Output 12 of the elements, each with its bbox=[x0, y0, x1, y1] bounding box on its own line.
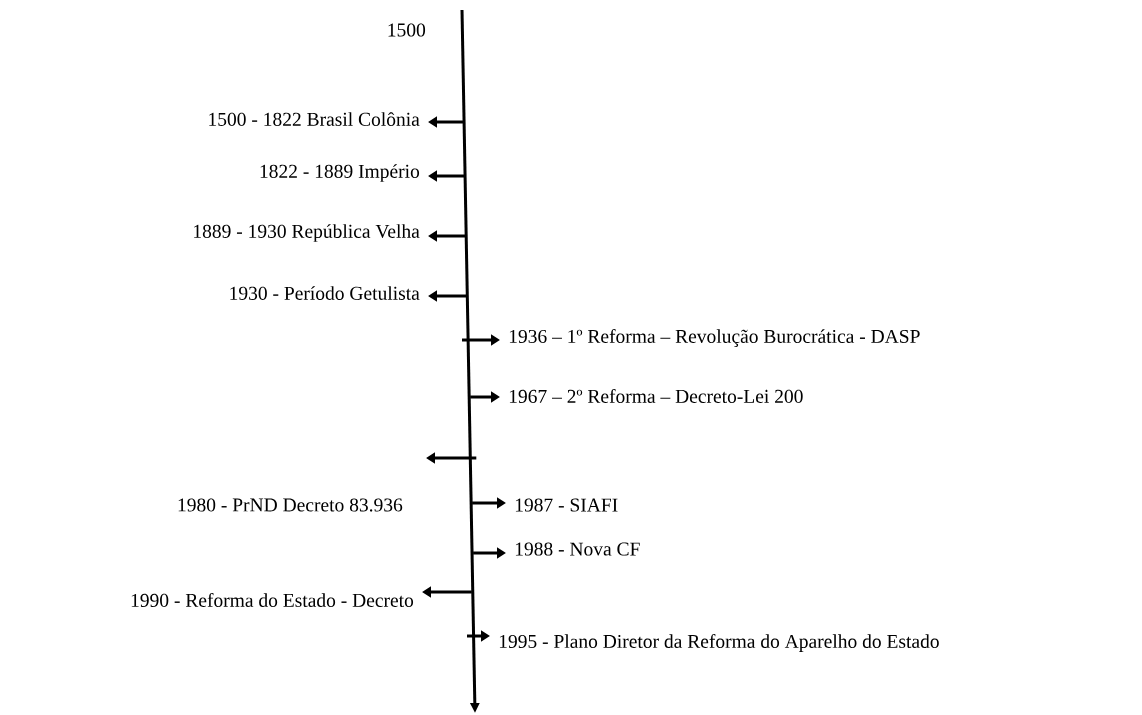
event-label: 1967 – 2º Reforma – Decreto-Lei 200 bbox=[509, 389, 803, 403]
event-label: 1990 - Reforma do Estado - Decreto bbox=[131, 593, 414, 607]
event-label: 1889 - 1930 República Velha bbox=[194, 224, 420, 242]
event-label: 1936 – 1º Reforma – Revolução Burocrática - DASP bbox=[509, 329, 920, 347]
event-label: 1988 - Nova CF bbox=[515, 542, 640, 556]
year-label: 1500 bbox=[388, 23, 426, 37]
year-label: 1980 - PrND Decreto 83.936 bbox=[178, 498, 403, 512]
event-label: 1987 - SIAFI bbox=[515, 498, 618, 512]
event-label: 1822 - 1889 Império bbox=[260, 164, 420, 182]
event-label: 1995 - Plano Diretor da Reforma do Aparelho do Estado bbox=[499, 634, 939, 652]
event-label: 1500 - 1822 Brasil Colônia bbox=[209, 112, 420, 126]
event-label: 1930 - Período Getulista bbox=[230, 286, 420, 300]
